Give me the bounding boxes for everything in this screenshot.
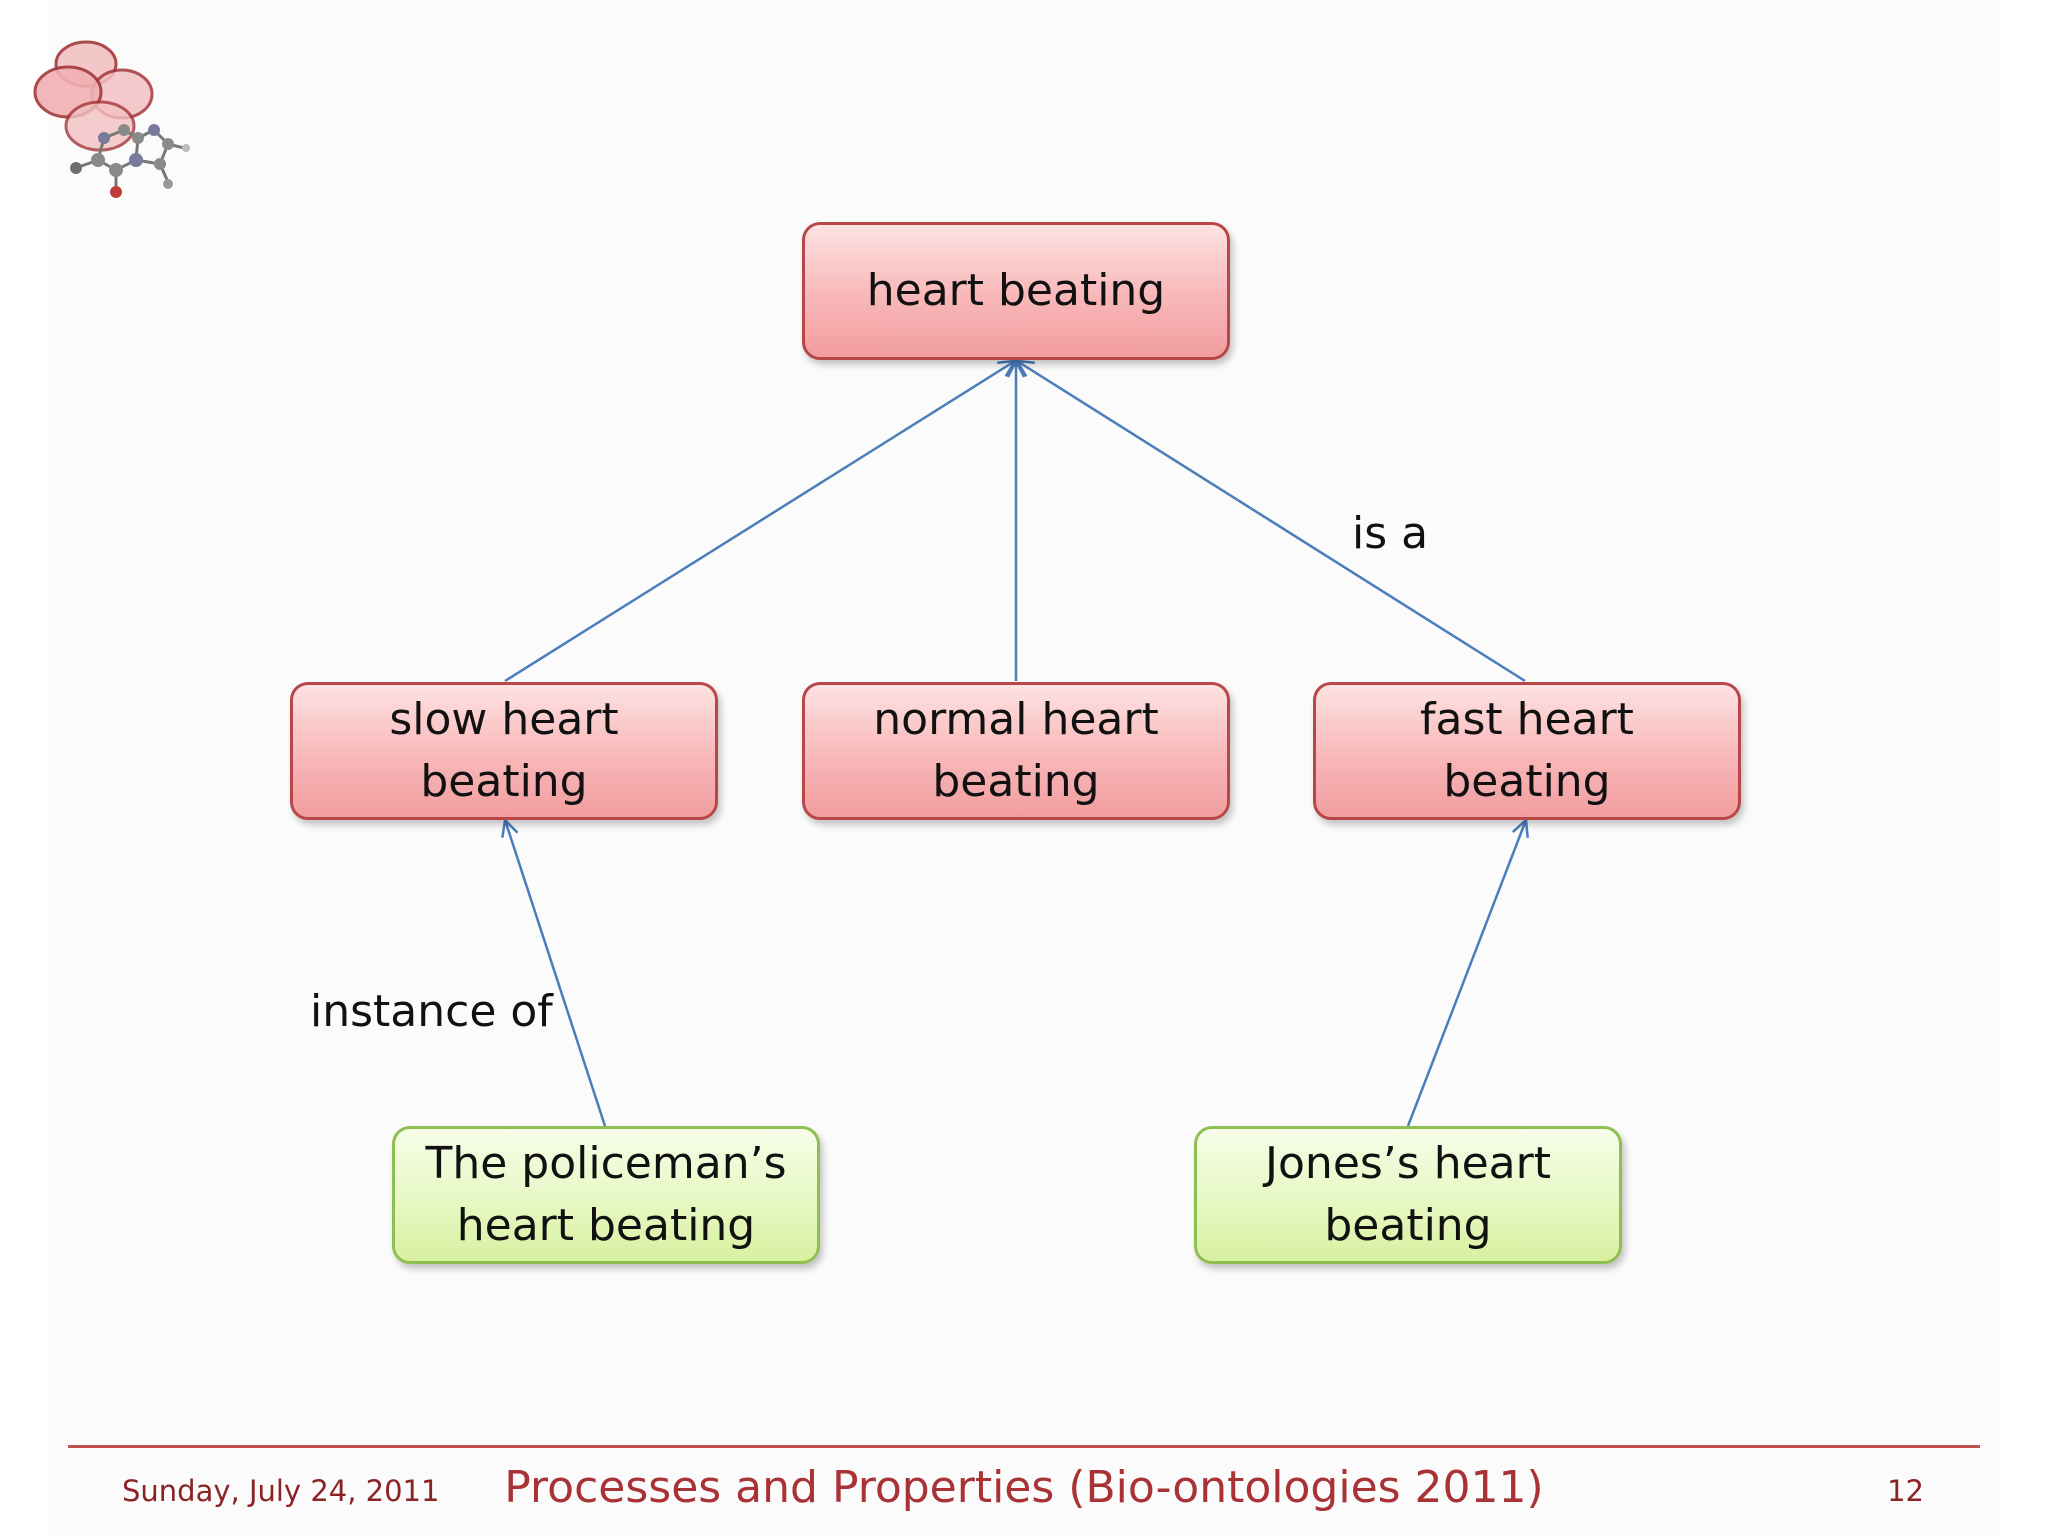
edge-slow-is-a-heart-beating	[504, 361, 1015, 683]
edge-label-instance-of: instance of	[310, 986, 553, 1037]
node-fast-heart-beating: fast heart beating	[1313, 682, 1741, 820]
page-number: 12	[1887, 1474, 1924, 1508]
footer-date: Sunday, July 24, 2011	[122, 1474, 440, 1508]
edge-label-is-a: is a	[1352, 508, 1429, 559]
edge-fast-is-a-heart-beating	[1017, 361, 1526, 683]
node-slow-heart-beating: slow heart beating	[290, 682, 718, 820]
edge-policeman-instance-of-slow	[505, 820, 607, 1127]
node-jones-heart-beating: Jones’s heart beating	[1194, 1126, 1622, 1264]
footer-title: Processes and Properties (Bio-ontologies…	[504, 1462, 1544, 1513]
edge-jones-instance-of-fast	[1406, 820, 1526, 1127]
node-heart-beating: heart beating	[802, 222, 1230, 360]
node-normal-heart-beating: normal heart beating	[802, 682, 1230, 820]
footer-divider	[68, 1445, 1980, 1448]
molecule-logo-icon	[33, 40, 190, 198]
node-policeman-heart-beating: The policeman’s heart beating	[392, 1126, 820, 1264]
